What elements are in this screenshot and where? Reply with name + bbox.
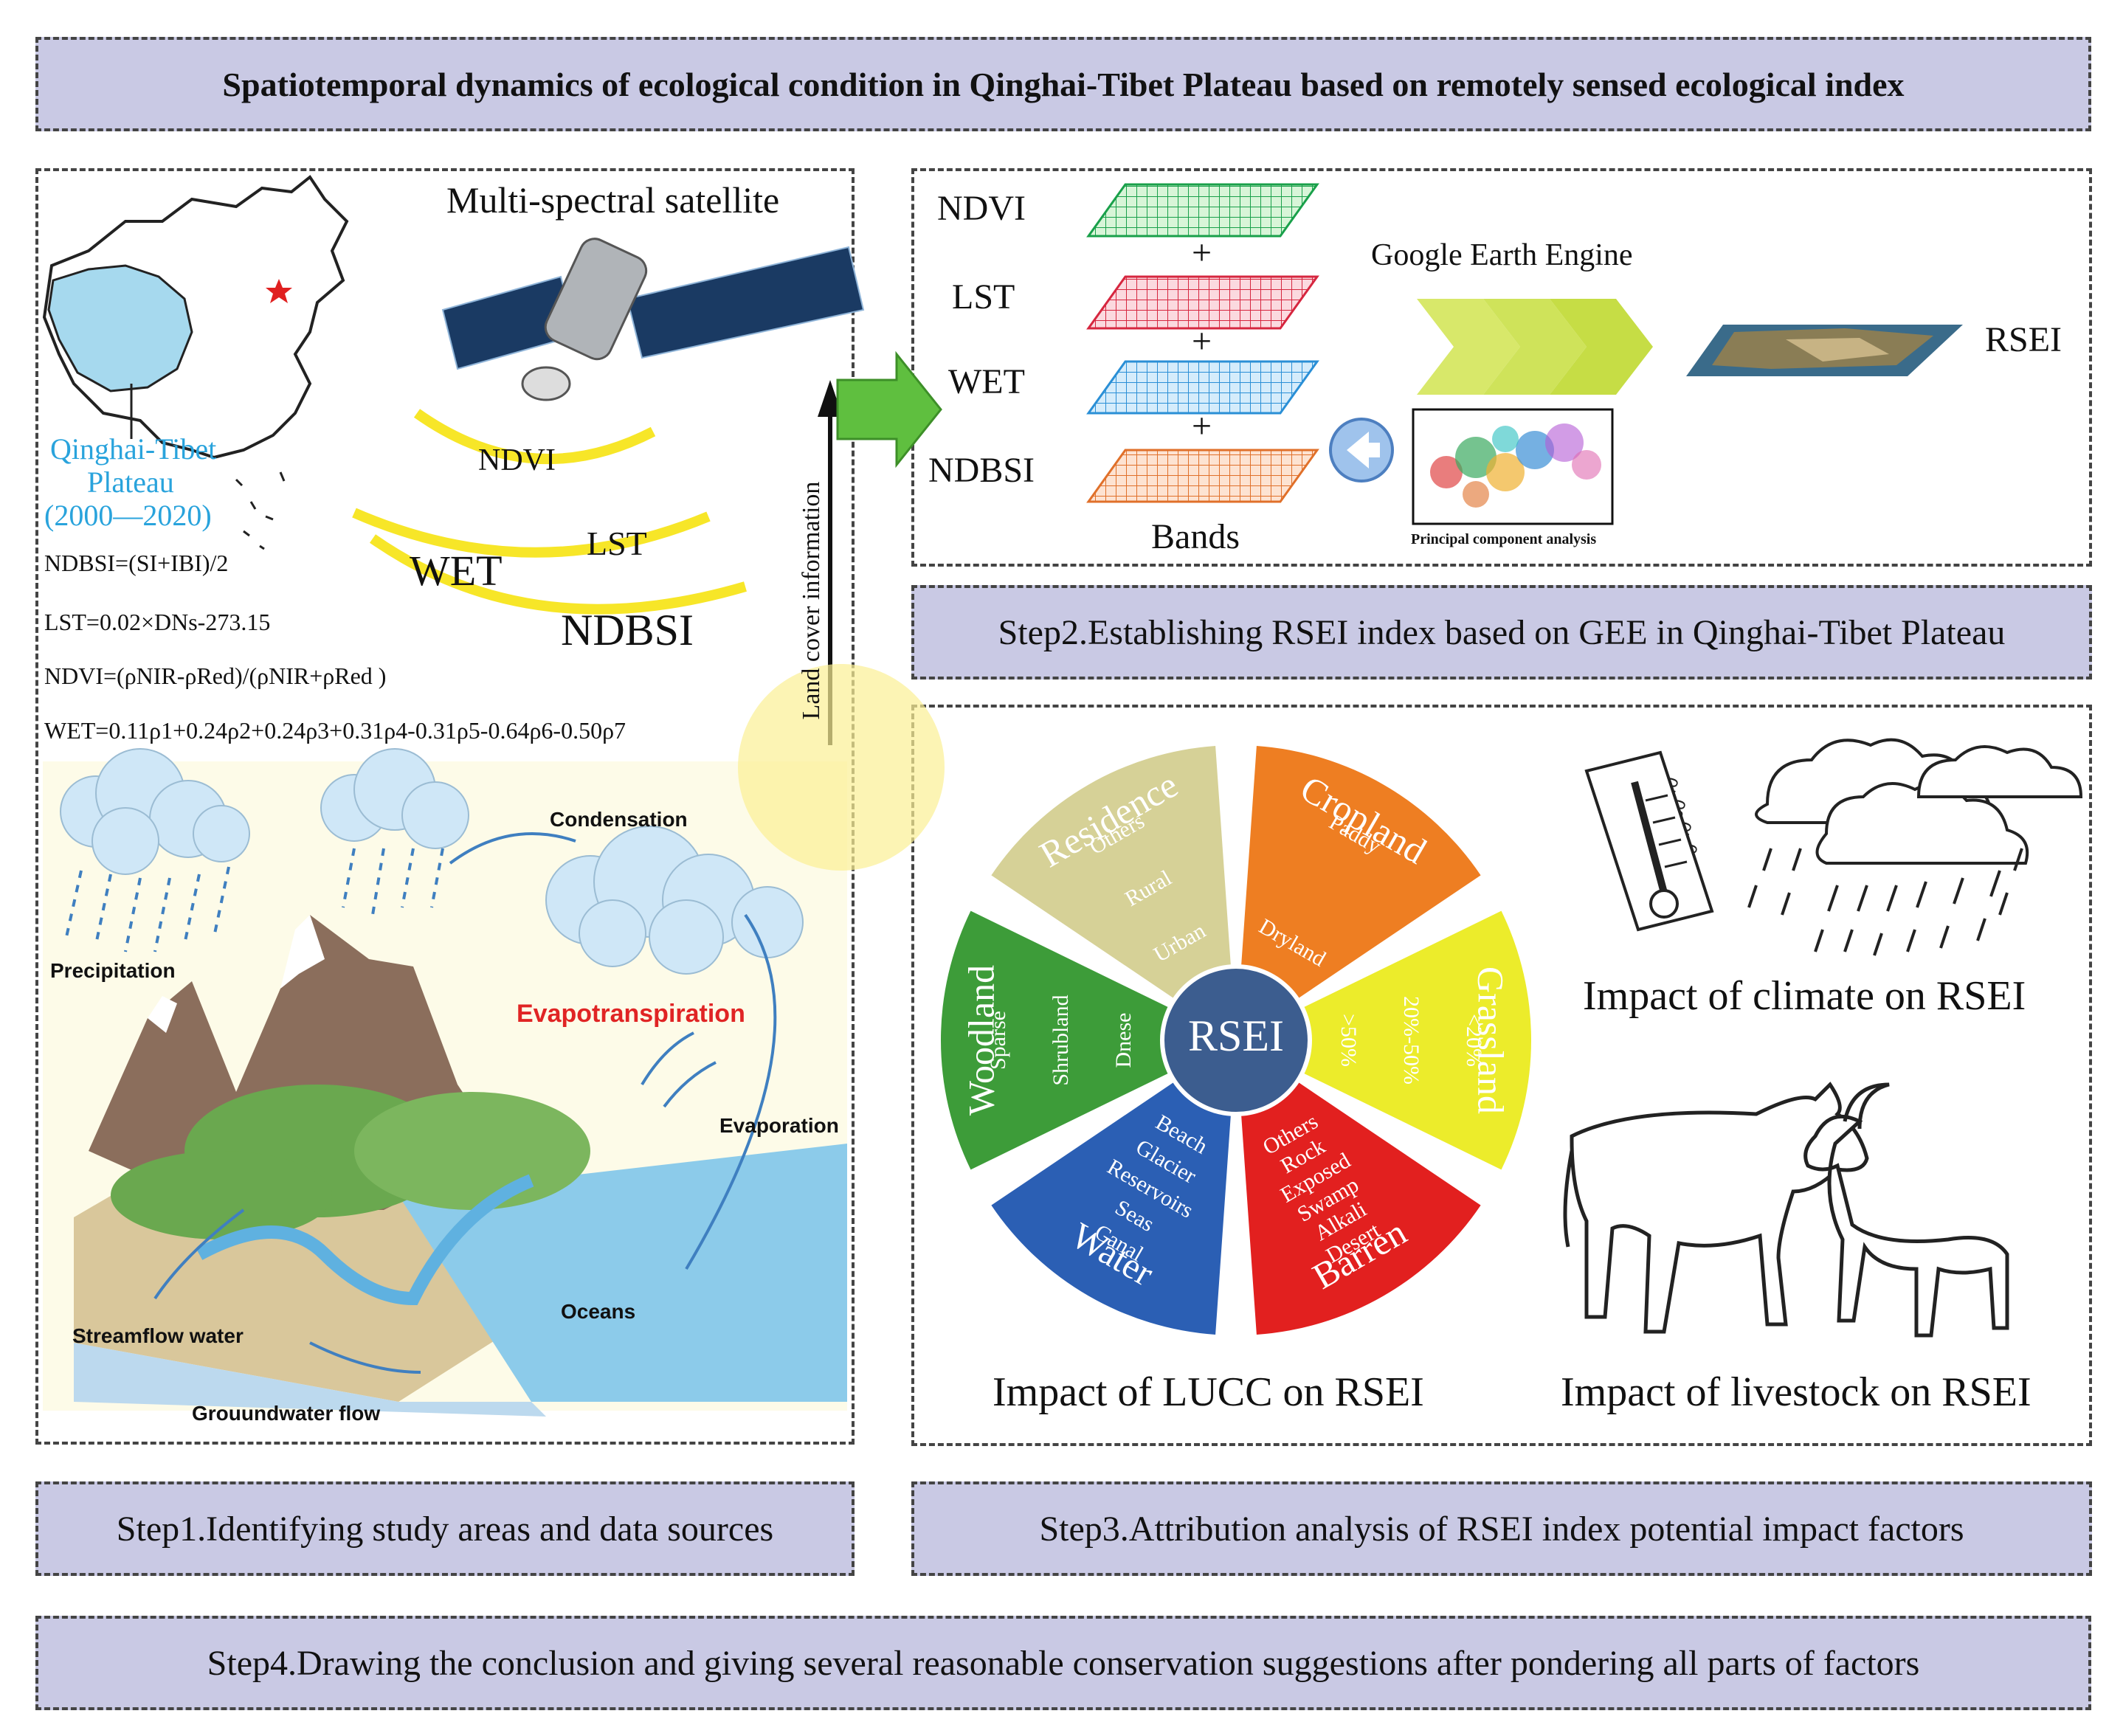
gee-chevrons-icon — [1417, 299, 1653, 395]
step1-label: Step1.Identifying study areas and data s… — [116, 1509, 774, 1549]
step3-banner: Step3.Attribution analysis of RSEI index… — [911, 1481, 2092, 1576]
gee-label: Google Earth Engine — [1371, 238, 1633, 272]
wc-streamflow: Streamflow water — [72, 1324, 244, 1347]
pca-label: Principal component analysis — [1411, 531, 1597, 547]
livestock-label: Impact of livestock on RSEI — [1561, 1369, 2031, 1415]
step3-panel — [911, 705, 2092, 1446]
step1-banner: Step1.Identifying study areas and data s… — [35, 1481, 855, 1576]
wc-groundwater: Grouundwater flow — [192, 1402, 381, 1425]
climate-label: Impact of climate on RSEI — [1583, 973, 2026, 1019]
pca-scatter-points — [1430, 423, 1601, 508]
rain-streaks — [1747, 848, 2023, 956]
wheel-item-grassland: >50% — [1336, 1014, 1361, 1067]
step2-label: Step2.Establishing RSEI index based on G… — [998, 612, 2006, 652]
wheel-label-grassland: Grassland — [1471, 966, 1512, 1114]
wheel-sector-residence — [991, 745, 1232, 1000]
band-label-ndvi: NDVI — [937, 189, 1026, 228]
wheel-sector-woodland — [941, 910, 1170, 1170]
wheel-sector-grassland — [1302, 910, 1531, 1170]
step2-banner: Step2.Establishing RSEI index based on G… — [911, 585, 2092, 679]
band-label-lst: LST — [952, 277, 1015, 317]
arc-label-ndbsi: NDBSI — [561, 606, 694, 654]
region-name: Qinghai-Tibet — [50, 432, 217, 466]
satellite-label: Multi-spectral satellite — [446, 179, 780, 221]
rsei-output-label: RSEI — [1985, 320, 2062, 359]
arc-label-ndvi: NDVI — [478, 443, 556, 477]
wc-evaporation: Evaporation — [719, 1114, 839, 1137]
cow-icon — [1563, 1082, 1869, 1334]
wheel-item-grassland: 20%-50% — [1399, 996, 1423, 1085]
wheel-sector-cropland — [1240, 745, 1481, 1000]
bands-label: Bands — [1151, 517, 1240, 556]
wc-precipitation: Precipitation — [50, 959, 176, 982]
step4-banner: Step4.Drawing the conclusion and giving … — [35, 1616, 2091, 1710]
step3-label: Step3.Attribution analysis of RSEI index… — [1039, 1509, 1964, 1549]
formula-ndvi: NDVI=(ρNIR-ρRed)/(ρNIR+ρRed ) — [44, 663, 387, 689]
satellite-icon — [441, 238, 865, 401]
formula-lst: LST=0.02×DNs-273.15 — [44, 609, 271, 635]
signal-arcs — [352, 409, 747, 615]
plateau-region — [47, 264, 193, 392]
formula-ndbsi: NDBSI=(SI+IBI)/2 — [44, 550, 229, 576]
region-years: (2000—2020) — [44, 499, 212, 532]
plus-1: + — [1192, 233, 1212, 272]
wheel-item-grassland: <20% — [1462, 1014, 1486, 1067]
step2-panel — [911, 168, 2092, 567]
rain-cloud-icon — [1755, 738, 2083, 865]
wheel-center-label: RSEI — [1188, 1011, 1284, 1060]
thermometer-icon — [1584, 750, 1714, 932]
wheel-sector-water — [991, 1081, 1232, 1335]
wheel-center — [1160, 964, 1312, 1116]
arc-label-wet: WET — [410, 547, 503, 595]
wc-evapotranspiration: Evapotranspiration — [517, 1000, 745, 1028]
band-label-ndbsi: NDBSI — [928, 451, 1035, 490]
wc-condensation: Condensation — [550, 808, 688, 831]
wheel-item-woodland: Dnese — [1111, 1013, 1136, 1068]
goat-icon — [1803, 1082, 2009, 1338]
arc-label-lst: LST — [587, 525, 647, 562]
lucc-label: Impact of LUCC on RSEI — [993, 1369, 1424, 1415]
formula-wet: WET=0.11ρ1+0.24ρ2+0.24ρ3+0.31ρ4-0.31ρ5-0… — [44, 717, 626, 744]
water-cycle-illustration — [43, 664, 945, 1417]
band-label-wet: WET — [948, 362, 1025, 401]
wheel-item-woodland: Shrubland — [1049, 995, 1073, 1085]
title-banner: Spatiotemporal dynamics of ecological co… — [35, 37, 2091, 131]
page-title: Spatiotemporal dynamics of ecological co… — [222, 65, 1905, 103]
region-name2: Plateau — [87, 466, 174, 499]
wheel-sector-barren — [1240, 1081, 1481, 1335]
south-sea-islands — [235, 471, 286, 550]
plus-3: + — [1192, 407, 1212, 446]
step4-label: Step4.Drawing the conclusion and giving … — [207, 1643, 1920, 1683]
rsei-map-icon — [1686, 325, 1963, 376]
wheel-item-woodland: Sparse — [986, 1011, 1010, 1070]
plus-2: + — [1192, 322, 1212, 361]
wheel-label-woodland: Woodland — [960, 965, 1001, 1116]
wc-oceans: Oceans — [561, 1300, 636, 1323]
input-arrow-icon — [836, 350, 942, 468]
capital-star-icon — [266, 279, 292, 303]
